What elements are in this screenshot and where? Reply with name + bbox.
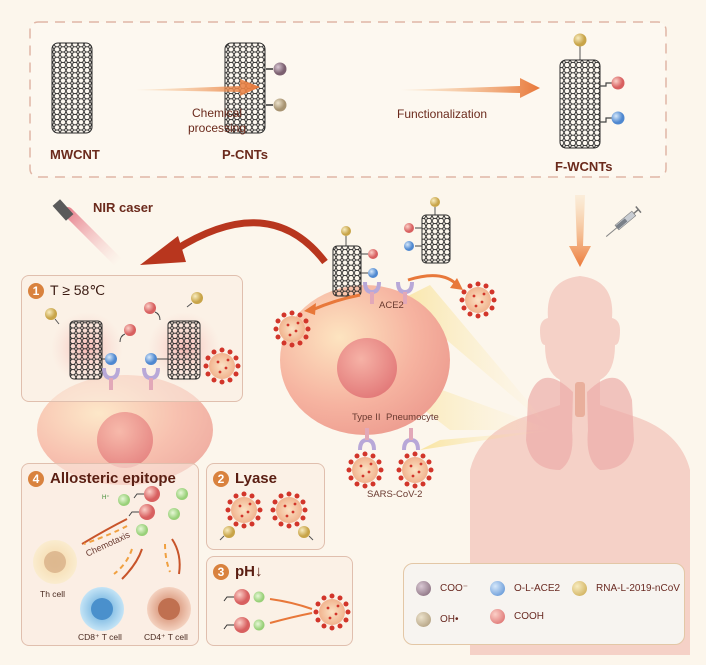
laser-pointer-icon bbox=[52, 199, 123, 267]
legend-item-coo: COO⁻ bbox=[416, 581, 468, 596]
panel-ph: 3 pH↓ bbox=[206, 556, 353, 646]
step-number-badge: 1 bbox=[28, 283, 44, 300]
synthesis-box bbox=[29, 21, 667, 178]
step-number-badge: 4 bbox=[28, 471, 44, 488]
oh-swatch bbox=[416, 612, 431, 627]
coo-swatch bbox=[416, 581, 431, 596]
sars-cov-2-virus bbox=[459, 281, 497, 319]
cell-label-th: Th cell bbox=[40, 589, 66, 599]
panel-title-text: T ≥ 58℃ bbox=[50, 282, 106, 298]
laser-label: NIR caser bbox=[93, 200, 153, 215]
hplus-label: H⁺ bbox=[102, 495, 110, 501]
human-body bbox=[470, 276, 690, 655]
panel-title-text: Allosteric epitope bbox=[50, 470, 176, 487]
legend-label: COO⁻ bbox=[440, 583, 469, 595]
ace2-receptor bbox=[402, 426, 420, 452]
syringe-icon bbox=[605, 206, 642, 237]
sars-cov-2-virus bbox=[346, 451, 384, 489]
arrow-label-line2: processing bbox=[187, 121, 247, 135]
arrow-label-chemical: Chemical processing bbox=[182, 106, 252, 136]
mwcnt-tube bbox=[51, 42, 93, 134]
coo-ball bbox=[273, 62, 287, 76]
panel-title-text: Lyase bbox=[235, 470, 277, 487]
legend-label: RNA-L-2019-nCoV bbox=[596, 583, 680, 595]
oh-ball bbox=[273, 98, 287, 112]
panel-4-graphics bbox=[33, 486, 191, 631]
panel-lyase: 2 Lyase bbox=[206, 463, 325, 550]
legend: COO⁻ O-L-ACE2 RNA-L-2019-nCoV OH• COOH bbox=[403, 563, 685, 645]
target-cell bbox=[37, 375, 213, 485]
legend-label: O-L-ACE2 bbox=[514, 583, 561, 595]
panel-title-text: pH↓ bbox=[235, 563, 263, 580]
functionalization-arrow bbox=[400, 78, 540, 98]
panel-2-title: 2 Lyase bbox=[213, 470, 277, 488]
nir-arrow bbox=[173, 219, 328, 265]
step-number-badge: 3 bbox=[213, 564, 229, 581]
legend-item-o-l-ace2: O-L-ACE2 bbox=[490, 581, 560, 596]
panel-4-title: 4 Allosteric epitope bbox=[28, 470, 176, 488]
cell-label-cd4: CD4⁺ T cell bbox=[144, 632, 188, 642]
panel-1-graphics bbox=[45, 292, 241, 392]
panel-2-graphics bbox=[219, 491, 314, 541]
release-arrow bbox=[311, 293, 361, 312]
down-arrow bbox=[569, 195, 591, 267]
fwcnt-tube bbox=[559, 33, 625, 149]
arrow-label-functionalization: Functionalization bbox=[397, 107, 488, 121]
rna-swatch bbox=[572, 581, 587, 596]
arrow-label-line1: Chemical bbox=[191, 106, 242, 120]
virus-label: SARS-CoV-2 bbox=[367, 489, 423, 500]
panel-photothermal: 1 T ≥ 58℃ bbox=[21, 275, 243, 402]
legend-item-cooh: COOH bbox=[490, 609, 544, 624]
cooh-swatch bbox=[490, 609, 505, 624]
panel-3-title: 3 pH↓ bbox=[213, 563, 263, 581]
stage-label-pcnt: P-CNTs bbox=[222, 147, 268, 162]
stage-label-fwcnt: F-WCNTs bbox=[555, 159, 613, 174]
legend-item-oh: OH• bbox=[416, 612, 459, 627]
cell-label-cd8: CD8⁺ T cell bbox=[78, 632, 122, 642]
cell-label-type: Type II bbox=[352, 412, 381, 423]
chemical-processing-arrow bbox=[135, 79, 260, 96]
legend-item-rna: RNA-L-2019-nCoV bbox=[572, 581, 680, 596]
o-l-ace2-swatch bbox=[490, 581, 505, 596]
pneumocyte-cell bbox=[280, 285, 450, 435]
legend-label: OH• bbox=[440, 614, 459, 626]
legend-label: COOH bbox=[514, 611, 544, 623]
ace2-label: ACE2 bbox=[379, 300, 404, 311]
panel-1-title: 1 T ≥ 58℃ bbox=[28, 282, 106, 300]
fwcnt-free bbox=[404, 197, 451, 264]
fwcnt-bound bbox=[332, 226, 378, 297]
release-arrow bbox=[407, 274, 456, 285]
panel-3-graphics bbox=[223, 589, 351, 633]
sars-cov-2-virus bbox=[396, 451, 434, 489]
step-number-badge: 2 bbox=[213, 471, 229, 488]
cell-label-pneumocyte: Pneumocyte bbox=[386, 412, 439, 423]
stage-label-mwcnt: MWCNT bbox=[50, 147, 100, 162]
